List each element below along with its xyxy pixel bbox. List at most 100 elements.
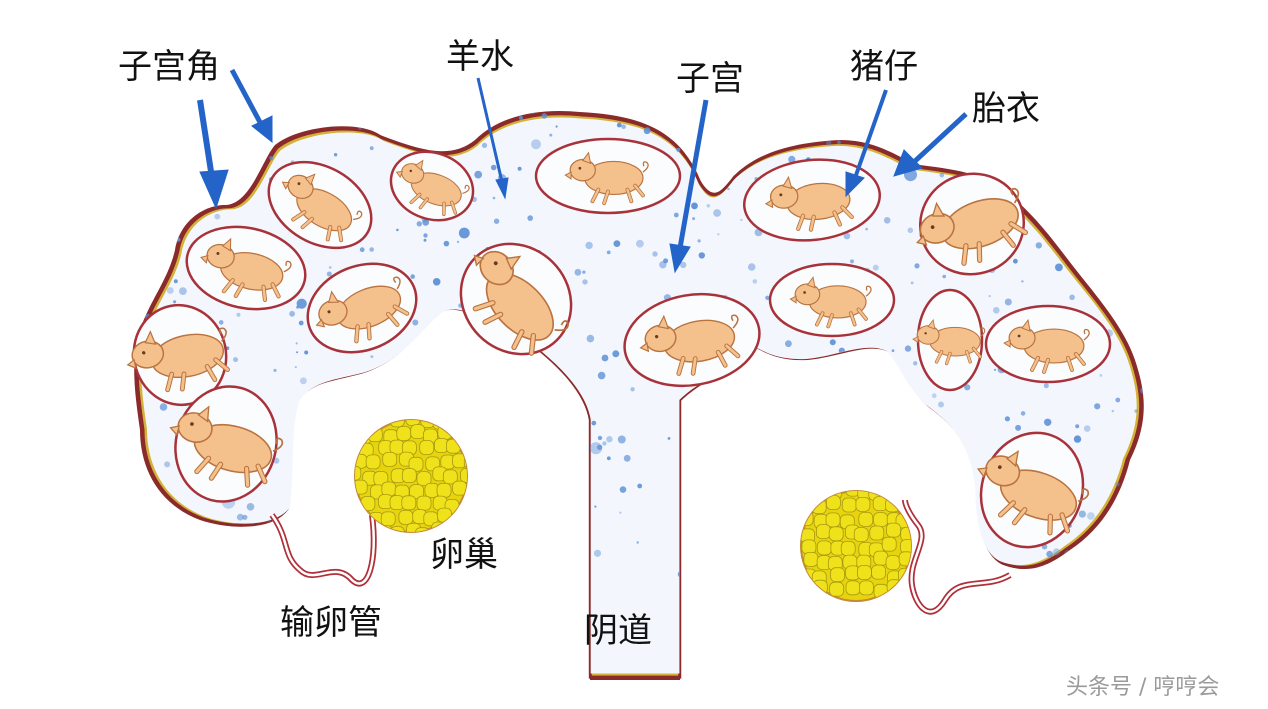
fluid-dot <box>487 398 496 407</box>
fluid-dot <box>371 380 380 389</box>
arrow-amniotic-fluid <box>476 77 509 200</box>
fluid-dot <box>196 137 200 141</box>
fluid-dot <box>1044 188 1047 192</box>
fluid-dot <box>619 511 622 514</box>
fluid-dot <box>706 204 711 208</box>
fluid-dot <box>218 547 225 555</box>
fluid-dot <box>781 497 789 505</box>
fluid-dot <box>218 575 223 581</box>
fluid-dot <box>1100 207 1107 214</box>
fluid-dot <box>721 545 724 549</box>
ovary-follicle <box>858 512 874 527</box>
fluid-dot <box>518 115 524 120</box>
label-placenta: 胎衣 <box>972 89 1040 129</box>
fluid-dot <box>613 240 621 248</box>
fluid-dot <box>566 509 571 514</box>
fluid-dot <box>621 124 626 129</box>
fluid-dot <box>545 411 548 415</box>
fluid-dot <box>698 252 705 259</box>
ovary-follicle <box>829 581 844 597</box>
fluid-dot <box>328 266 332 269</box>
piglet <box>200 237 292 303</box>
fluid-dot <box>1046 550 1053 558</box>
fluid-dot <box>636 239 644 248</box>
fluid-dot <box>637 483 643 489</box>
fluid-dot <box>173 279 178 284</box>
fluid-dot <box>1013 258 1018 264</box>
ovary-follicle <box>410 424 426 440</box>
fluid-dot <box>1113 302 1121 310</box>
fluid-dot <box>319 500 326 507</box>
fluid-dot <box>236 312 241 317</box>
fetal-sac <box>623 292 761 388</box>
fluid-dot <box>510 562 516 567</box>
fluid-dot <box>1075 424 1080 429</box>
fluid-dot <box>273 368 277 372</box>
fluid-dot <box>517 166 522 171</box>
fluid-dot <box>680 261 687 269</box>
fluid-dot <box>1143 519 1144 526</box>
fluid-dot <box>847 393 850 397</box>
fluid-dot <box>296 298 307 309</box>
ovary-follicle <box>445 420 461 428</box>
fluid-dot <box>597 371 606 380</box>
ovary-follicle <box>398 509 414 525</box>
fluid-dot <box>1015 424 1022 431</box>
fetal-sac <box>916 172 1029 276</box>
fluid-dot <box>157 136 161 141</box>
fluid-dot <box>1074 141 1079 146</box>
fluid-dot <box>854 400 861 407</box>
fluid-dot <box>1073 435 1082 443</box>
fluid-dot <box>1063 207 1071 215</box>
fluid-dot <box>1052 548 1060 556</box>
fluid-dot <box>458 227 470 239</box>
fluid-dot <box>340 518 345 523</box>
fluid-dot <box>900 138 907 145</box>
fluid-dot <box>173 300 177 304</box>
fluid-dot <box>669 134 675 140</box>
fluid-dot <box>1078 219 1083 224</box>
ovary-follicle <box>381 481 397 497</box>
arrow-uterus <box>669 99 709 274</box>
fluid-dot <box>162 110 168 116</box>
fluid-dot <box>593 549 602 557</box>
fetal-sac <box>768 262 896 338</box>
fluid-dot <box>298 429 302 433</box>
ovary-follicle <box>359 420 375 427</box>
fluid-dot <box>784 567 795 578</box>
fluid-dot <box>747 263 756 271</box>
fluid-dot <box>523 524 529 530</box>
fluid-dot <box>920 518 924 522</box>
fluid-dot <box>350 115 362 127</box>
fluid-dot <box>349 511 357 519</box>
piglet <box>976 450 1090 536</box>
fluid-dot <box>396 228 399 232</box>
fluid-dot <box>597 435 603 441</box>
arrow-placenta <box>893 112 968 177</box>
ovary-right <box>800 490 912 602</box>
fluid-dot <box>1081 128 1089 136</box>
fluid-dot <box>767 371 774 378</box>
fluid-dot <box>788 155 796 163</box>
fluid-dot <box>551 405 555 409</box>
fluid-dot <box>493 110 499 117</box>
fluid-dot <box>636 541 639 544</box>
fluid-dot <box>913 361 918 366</box>
fluid-dot <box>602 441 607 446</box>
fluid-dot <box>134 313 139 322</box>
fluid-dot <box>464 349 471 355</box>
label-vagina: 阴道 <box>584 611 652 651</box>
fluid-dot <box>886 421 892 427</box>
fetal-sac <box>984 304 1112 384</box>
fluid-dot <box>159 219 163 223</box>
ovary-follicle <box>881 536 897 552</box>
fluid-dot <box>807 481 816 489</box>
ovary-follicle <box>885 555 901 570</box>
fluid-dot <box>857 127 861 131</box>
fluid-dot <box>476 355 486 365</box>
fluid-dot <box>691 116 696 121</box>
fluid-dot <box>826 140 832 146</box>
fluid-dot <box>571 540 576 544</box>
